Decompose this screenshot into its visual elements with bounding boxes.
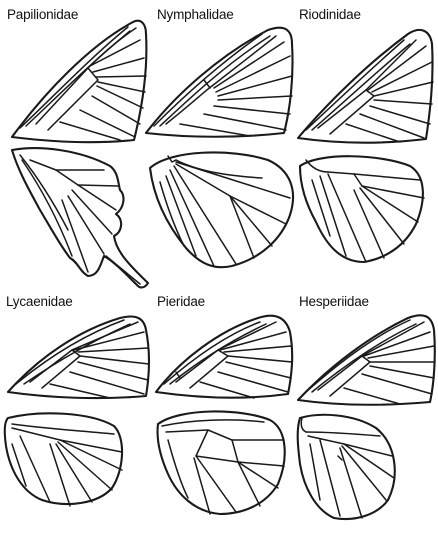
label-lycaenidae: Lycaenidae [6,294,73,309]
hesperiidae-forewing [298,315,435,404]
label-pieridae: Pieridae [157,294,205,309]
pieridae-hindwing [157,411,284,514]
nymphalidae-forewing [146,28,293,137]
papilionidae-wings [12,21,148,288]
lycaenidae-forewing [8,317,149,399]
pieridae-forewing [156,316,292,398]
hesperiidae-wings [298,315,435,519]
label-papilionidae: Papilionidae [7,7,78,22]
lycaenidae-wings [5,317,149,507]
lycaenidae-hindwing [5,413,122,506]
papilionidae-forewing [12,21,146,142]
pieridae-wings [156,316,292,514]
hesperiidae-hindwing [298,415,395,519]
papilionidae-hindwing [12,148,148,287]
label-hesperiidae: Hesperiidae [299,294,369,309]
riodinidae-forewing [298,30,433,143]
label-riodinidae: Riodinidae [299,7,361,22]
label-nymphalidae: Nymphalidae [157,7,234,22]
riodinidae-hindwing [300,156,424,262]
nymphalidae-hindwing [150,152,293,267]
nymphalidae-wings [146,28,293,268]
riodinidae-wings [298,30,433,262]
